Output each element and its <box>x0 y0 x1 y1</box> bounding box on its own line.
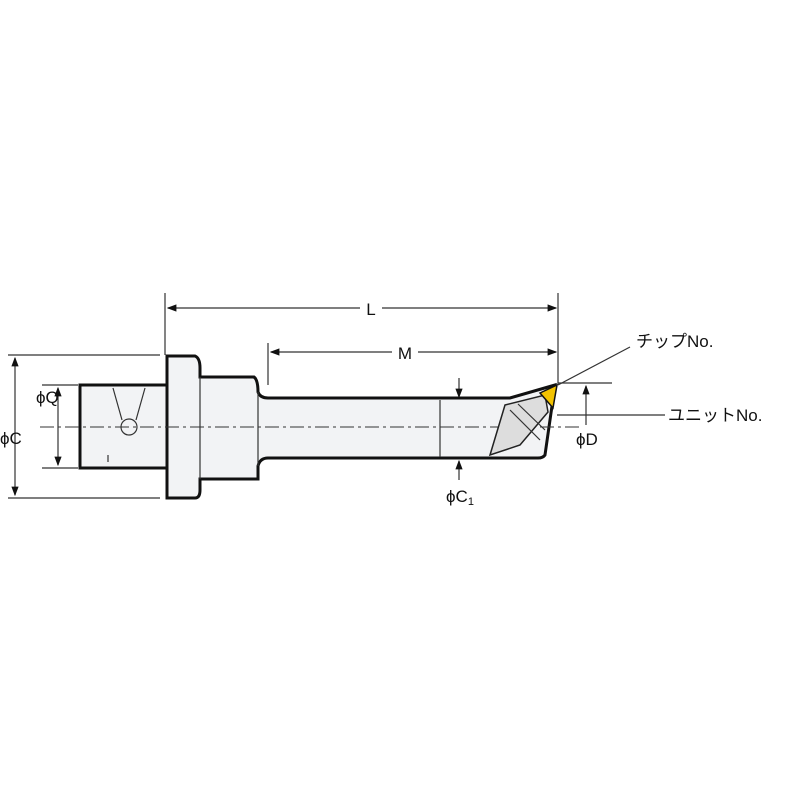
dimension-M: M <box>267 343 558 385</box>
dimension-L: L <box>164 293 559 385</box>
callout-chip-no: チップNo. <box>557 332 713 386</box>
label-phi-c1: ϕC1 <box>446 487 474 508</box>
label-phi-c: ϕC <box>0 429 22 448</box>
label-L: L <box>366 300 375 319</box>
label-chip-no: チップNo. <box>636 332 713 351</box>
cartridge-unit <box>488 383 558 457</box>
dimension-phi-q: ϕQ <box>36 384 78 469</box>
label-phi-d: ϕD <box>576 430 598 449</box>
cartridge-screw-line <box>517 403 546 431</box>
dimension-phi-c: ϕC <box>0 354 160 499</box>
dimension-phi-d: ϕD <box>558 382 612 449</box>
label-phi-c1-subscript: 1 <box>468 496 474 508</box>
insert-chip-icon <box>538 383 558 410</box>
cartridge-screw-line <box>509 409 541 441</box>
callout-unit-no: ユニットNo. <box>557 406 762 425</box>
label-M: M <box>398 344 412 363</box>
label-phi-c1-main: ϕC <box>446 487 468 506</box>
cartridge-body <box>488 394 549 457</box>
clamp-screw-icon <box>107 387 146 462</box>
label-unit-no: ユニットNo. <box>668 406 762 425</box>
tool-body <box>40 354 580 500</box>
label-phi-q: ϕQ <box>36 388 59 407</box>
dimension-phi-c1: ϕC1 <box>446 378 474 508</box>
